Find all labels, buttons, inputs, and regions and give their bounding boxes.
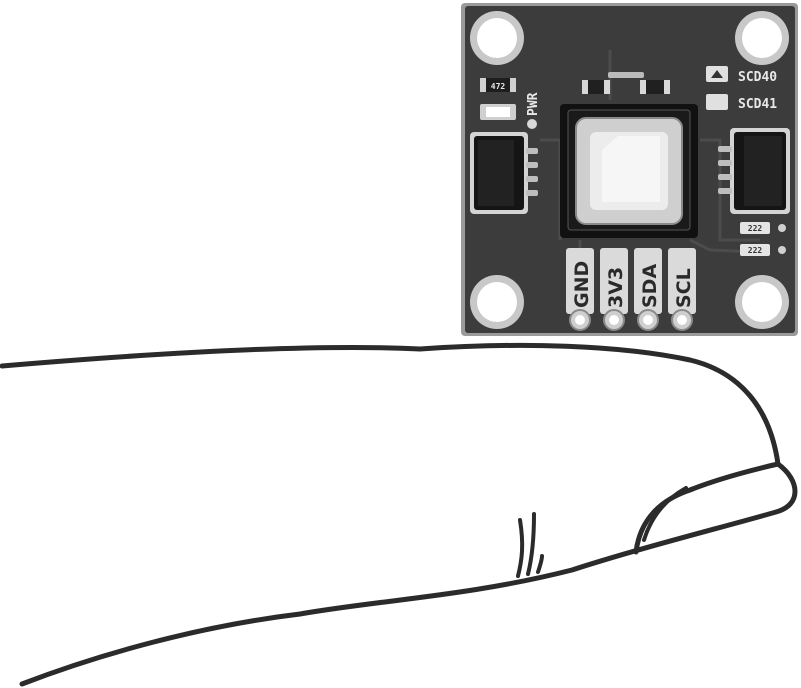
- label-scd40: SCD40: [738, 70, 777, 85]
- fingernail-inner: [642, 486, 688, 542]
- mounting-hole: [742, 282, 782, 322]
- co2-sensor-module: [560, 104, 698, 238]
- sensor-board: 472 SCD40 SCD41 PWR: [461, 3, 798, 336]
- mounting-hole: [742, 18, 782, 58]
- svg-text:222: 222: [748, 224, 763, 233]
- left-qwiic-connector: [470, 132, 538, 214]
- knuckle-crease: [536, 554, 544, 574]
- knuckle-crease: [526, 512, 536, 576]
- fingernail-outline: [633, 461, 781, 555]
- mounting-holes: [470, 11, 789, 329]
- resistor-marking: 472: [491, 82, 506, 91]
- knuckle-crease: [516, 518, 525, 578]
- smd-components: 472: [480, 66, 728, 120]
- label-scd41: SCD41: [738, 97, 777, 112]
- finger-top-outline: [0, 342, 781, 467]
- variant-jumper-scd41: [706, 94, 728, 110]
- decoupling-capacitors: 222 222: [740, 222, 786, 256]
- mounting-hole: [477, 282, 517, 322]
- pin-label-gnd: GND: [571, 261, 593, 308]
- resistor: [480, 78, 516, 92]
- finger-tip-outline: [19, 461, 798, 687]
- pin-label-3v3: 3V3: [605, 267, 627, 308]
- right-qwiic-connector: [718, 128, 790, 214]
- capacitor: [582, 80, 610, 94]
- svg-text:222: 222: [748, 246, 763, 255]
- pin-label-scl: SCL: [673, 268, 695, 308]
- capacitor: [640, 80, 670, 94]
- pin-label-sda: SDA: [639, 264, 661, 308]
- finger-drawing: [0, 342, 798, 687]
- label-pwr: PWR: [526, 92, 541, 116]
- mounting-hole: [477, 18, 517, 58]
- pin-header: GND 3V3 SDA SCL: [566, 248, 696, 331]
- power-indicator-dot: [527, 119, 537, 129]
